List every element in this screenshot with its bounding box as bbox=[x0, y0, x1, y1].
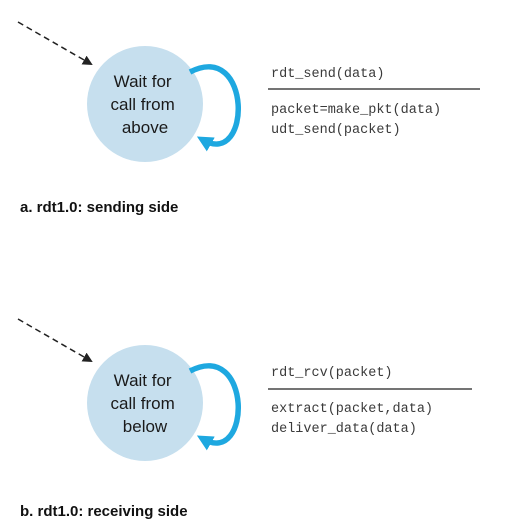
sender-action-2: udt_send(packet) bbox=[271, 123, 401, 138]
sender-state-line-3: above bbox=[122, 118, 168, 137]
receiver-caption: b. rdt1.0: receiving side bbox=[20, 503, 188, 520]
receiver-state-line-2: call from bbox=[111, 394, 175, 413]
receiver-state-label: Wait for call from below bbox=[111, 371, 180, 436]
sender-event-label: rdt_send(data) bbox=[271, 67, 384, 82]
receiver-state-circle bbox=[87, 345, 203, 461]
sender-action-1: packet=make_pkt(data) bbox=[271, 103, 441, 118]
sender-caption: a. rdt1.0: sending side bbox=[20, 199, 178, 216]
sender-state-circle bbox=[87, 46, 203, 162]
receiver-action-1: extract(packet,data) bbox=[271, 402, 433, 417]
receiver-self-loop-arrow bbox=[188, 363, 241, 451]
receiver-fsm: Wait for call from below rdt_rcv(packet)… bbox=[17, 318, 472, 520]
sender-fsm: Wait for call from above rdt_send(data) … bbox=[17, 21, 480, 216]
receiver-action-2: deliver_data(data) bbox=[271, 422, 417, 437]
sender-state-label: Wait for call from above bbox=[111, 72, 180, 137]
receiver-state-line-1: Wait for bbox=[114, 371, 172, 390]
sender-state-line-1: Wait for bbox=[114, 72, 172, 91]
sender-state-line-2: call from bbox=[111, 95, 175, 114]
receiver-state-line-3: below bbox=[123, 417, 168, 436]
receiver-initial-arrow bbox=[17, 318, 93, 362]
sender-initial-arrow bbox=[17, 21, 93, 65]
sender-self-loop-arrow bbox=[188, 64, 241, 152]
receiver-event-label: rdt_rcv(packet) bbox=[271, 366, 393, 381]
